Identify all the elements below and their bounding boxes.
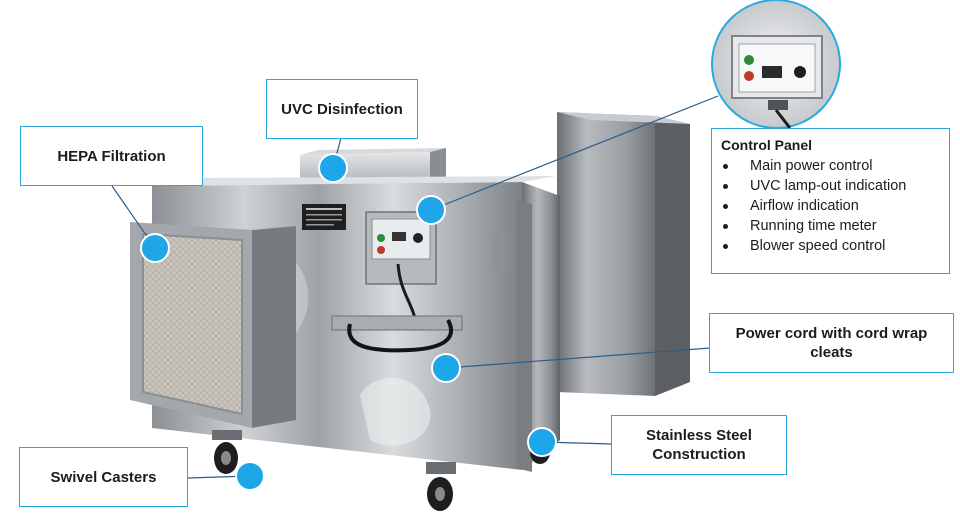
hepa-filtration-label: HEPA Filtration: [20, 126, 203, 186]
feature-main-power: Main power control: [721, 156, 949, 176]
hepa-marker-dot: [140, 233, 170, 263]
uvc-marker-dot: [318, 153, 348, 183]
control-panel-title: Control Panel: [721, 137, 813, 153]
swivel-marker-dot: [235, 461, 265, 491]
power-cord-label: Power cord with cord wrap cleats: [709, 313, 954, 373]
feature-uvc-lamp-out: UVC lamp-out indication: [721, 176, 949, 196]
swivel-casters-label: Swivel Casters: [19, 447, 188, 507]
power-cord-text-line2: cleats: [810, 344, 853, 361]
uvc-disinfection-text: UVC Disinfection: [281, 100, 403, 118]
stainless-steel-label: Stainless Steel Construction: [611, 415, 787, 475]
stainless-marker-dot: [527, 427, 557, 457]
feature-running-time: Running time meter: [721, 216, 949, 236]
control-panel-callout: Control Panel Main power control UVC lam…: [711, 128, 950, 274]
stainless-steel-text-line2: Construction: [652, 446, 746, 463]
feature-airflow: Airflow indication: [721, 196, 949, 216]
control-panel-feature-list: Main power control UVC lamp-out indicati…: [721, 156, 949, 256]
feature-blower-speed: Blower speed control: [721, 236, 949, 256]
control-panel-marker-dot: [416, 195, 446, 225]
power-cord-marker-dot: [431, 353, 461, 383]
swivel-casters-text: Swivel Casters: [50, 468, 157, 486]
stainless-steel-text-line1: Stainless Steel: [646, 427, 752, 444]
power-cord-text-line1: Power cord with cord wrap: [735, 325, 928, 342]
uvc-disinfection-label: UVC Disinfection: [266, 79, 418, 139]
hepa-filtration-text: HEPA Filtration: [57, 147, 166, 165]
